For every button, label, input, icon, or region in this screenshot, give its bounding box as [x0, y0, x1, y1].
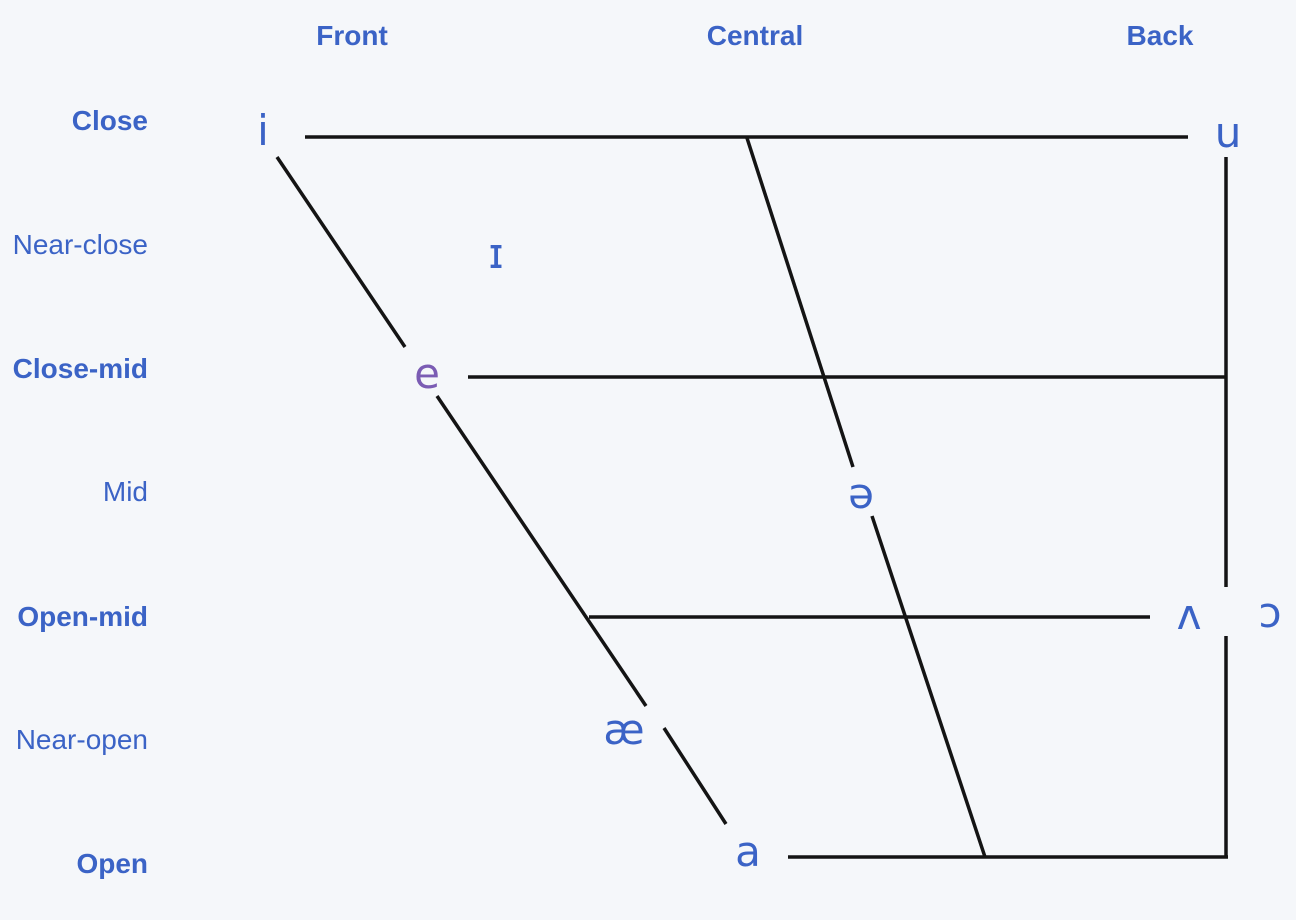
vowel-open-o[interactable]: ɔ	[1258, 588, 1282, 637]
column-header-front: Front	[316, 20, 388, 51]
row-label-open: Open	[76, 848, 148, 879]
vowel-ash[interactable]: æ	[603, 705, 645, 754]
row-label-mid: Mid	[102, 476, 148, 507]
row-label-close-mid: Close-mid	[12, 353, 148, 384]
vowel-small-capital-i[interactable]: ɪ	[488, 229, 504, 278]
row-label-near-open: Near-open	[15, 724, 148, 755]
column-header-central: Central	[706, 20, 804, 51]
column-header-back: Back	[1126, 20, 1194, 51]
vowel-a[interactable]: a	[735, 827, 761, 876]
vowel-i[interactable]: i	[257, 106, 269, 155]
vowel-turned-v[interactable]: ʌ	[1176, 590, 1202, 639]
row-label-open-mid: Open-mid	[17, 601, 148, 632]
central-line-seg2	[870, 515, 987, 858]
vowel-u[interactable]: u	[1214, 108, 1242, 157]
vowel-schwa[interactable]: ə	[848, 469, 874, 518]
central-line-seg1	[745, 137, 855, 468]
vowel-e[interactable]: e	[414, 349, 440, 398]
front-edge-seg3	[662, 727, 728, 825]
row-label-close: Close	[71, 105, 148, 136]
front-edge-seg2	[435, 395, 648, 707]
row-label-near-close: Near-close	[12, 229, 148, 260]
front-edge-seg1	[275, 156, 407, 348]
